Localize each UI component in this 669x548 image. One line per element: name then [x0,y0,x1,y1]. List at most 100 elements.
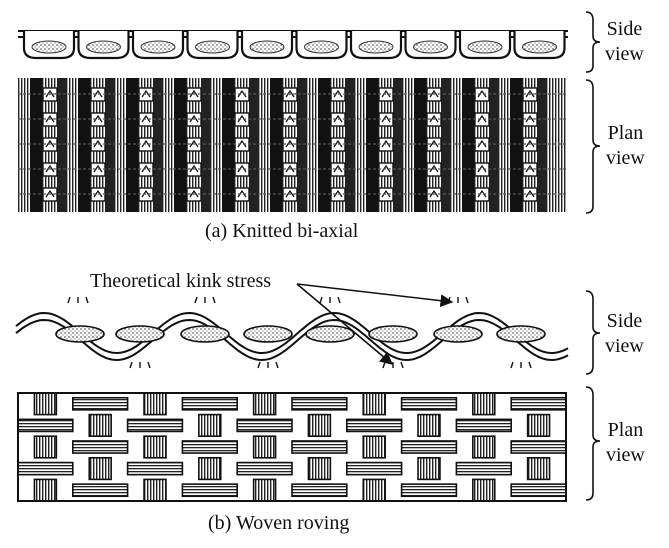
warp-tow [472,478,496,502]
knit-column [366,78,378,212]
weft-tow [126,418,184,433]
bracket-a-side [585,11,601,73]
stitch-mark [45,164,55,173]
woven-plan-view [17,392,567,502]
weft-tow [510,483,567,498]
stitch-mark [477,114,487,123]
kink-mark [194,296,198,304]
knit-column [462,78,474,212]
warp-tow [88,456,112,481]
stitch-mark [141,189,151,198]
kink-mark [319,296,323,304]
kink-stress-annotation: Theoretical kink stress [90,270,272,292]
kink-mark [85,296,89,304]
kink-mark [528,361,532,369]
caption-woven: (b) Woven roving [208,512,350,534]
cross-tow-section [305,325,355,343]
knit-column [414,78,426,212]
warp-tow [33,392,58,416]
knit-column [490,78,499,212]
weft-tow [291,483,348,498]
stitch-mark [429,164,439,173]
warp-tow [526,456,551,481]
stitch-mark [285,164,295,173]
stitch-mark [285,114,295,123]
tow-section [413,40,448,54]
weft-tow [17,418,74,433]
stitch-mark [237,189,247,198]
weft-tow [72,440,129,454]
warp-tow [417,456,441,481]
weft-tow [181,396,238,411]
knit-column [270,78,282,212]
weft-tow [17,461,74,476]
weft-tow [345,461,403,476]
stitch-mark [429,89,439,98]
knit-column [58,78,67,212]
stitch-mark [333,89,343,98]
stitch-mark [381,189,391,198]
stitch-mark [477,189,487,198]
stitch-mark [189,89,199,98]
stitch-mark [93,189,103,198]
weft-tow [181,440,238,454]
stitch-mark [237,164,247,173]
woven-side-view [15,296,569,369]
stitch-mark [237,89,247,98]
knitted-side-view [18,30,568,60]
kink-mark [129,361,133,369]
weft-tow [510,440,567,454]
knit-column [174,78,186,212]
warp-tow [472,435,496,459]
stitch-mark [477,164,487,173]
stitch-mark [237,114,247,123]
weft-tow [291,396,348,411]
knit-column [442,78,451,212]
warp-tow [252,392,277,416]
stitch-mark [333,114,343,123]
plan-border [17,392,567,502]
stitch-mark [189,189,199,198]
stitch-mark [93,114,103,123]
tow-section [249,40,285,54]
stitch-mark [93,139,103,148]
weft-tow [345,418,403,433]
stitch-mark [141,114,151,123]
stitch-mark [525,114,535,123]
knit-column [222,78,234,212]
stitch-mark [45,114,55,123]
weft-tow [126,461,184,476]
stitch-mark [333,139,343,148]
knit-column [250,78,259,212]
stitch-mark [525,189,535,198]
knit-column [106,78,115,212]
knit-column [78,78,90,212]
kink-mark [382,361,386,369]
tow-section [195,40,230,54]
weft-tow [181,483,238,498]
warp-tow [472,392,496,416]
stitch-mark [93,89,103,98]
cross-tow-section [496,325,546,343]
warp-tow [252,435,277,459]
stitch-mark [381,164,391,173]
warp-tow [88,413,112,438]
weft-tow [510,396,567,411]
weave-tow-bottom [15,318,569,362]
stitch-mark [285,189,295,198]
tow-section [31,40,67,54]
weft-tow [291,440,348,454]
weft-tow [455,418,512,433]
tow-section [522,40,557,54]
knit-column [298,78,307,212]
warp-tow [417,413,441,438]
weft-tow [236,461,293,476]
kink-mark [212,296,216,304]
stitch-mark [189,164,199,173]
warp-tow [198,456,222,481]
stitch-mark [285,139,295,148]
kink-mark [275,361,279,369]
